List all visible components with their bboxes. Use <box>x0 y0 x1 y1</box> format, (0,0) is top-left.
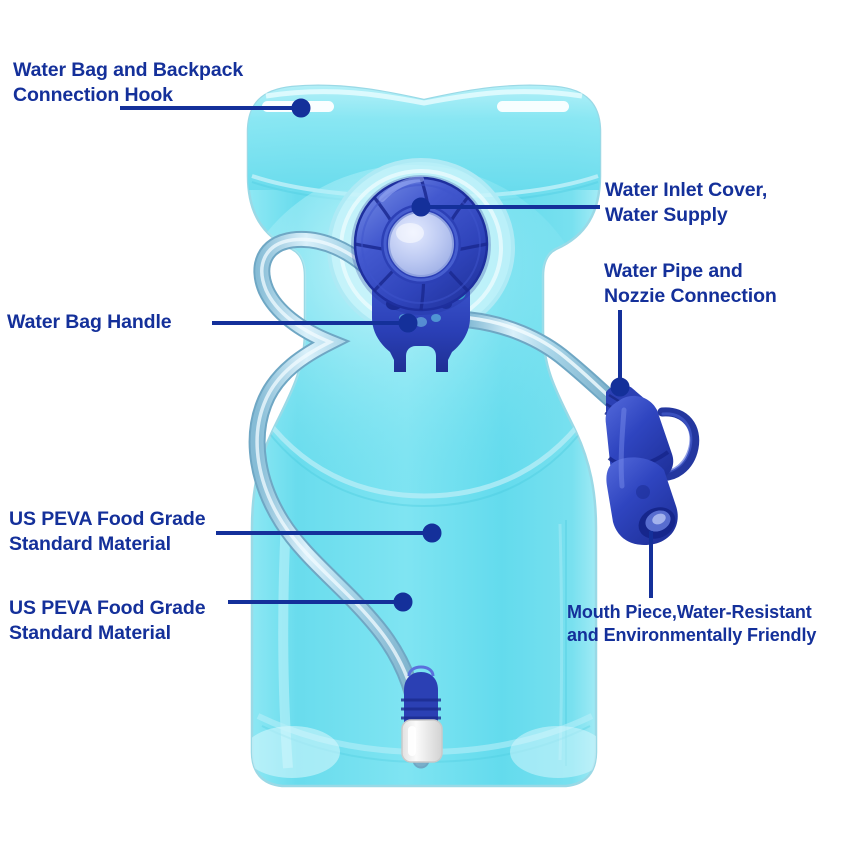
drinking-hose <box>248 230 623 769</box>
mouth-piece-bite-valve <box>604 384 700 546</box>
leader-lines <box>120 98 653 612</box>
callout-water-inlet-cover: Water Inlet Cover, Water Supply <box>605 179 768 226</box>
bottom-hose-connector <box>401 665 443 763</box>
callout-water-bag-backpack-hook: Water Bag and Backpack Connection Hook <box>13 59 244 106</box>
callout-water-pipe-nozzle-connection: Water Pipe and Nozzie Connection <box>604 260 777 307</box>
water-inlet-cap <box>351 175 491 315</box>
callout-water-bag-handle: Water Bag Handle <box>7 311 172 333</box>
callout-mouth-piece: Mouth Piece,Water-Resistant and Environm… <box>567 602 817 645</box>
callout-us-peva-food-grade-upper: US PEVA Food Grade Standard Material <box>9 508 206 555</box>
callout-us-peva-food-grade-lower: US PEVA Food Grade Standard Material <box>9 597 206 644</box>
